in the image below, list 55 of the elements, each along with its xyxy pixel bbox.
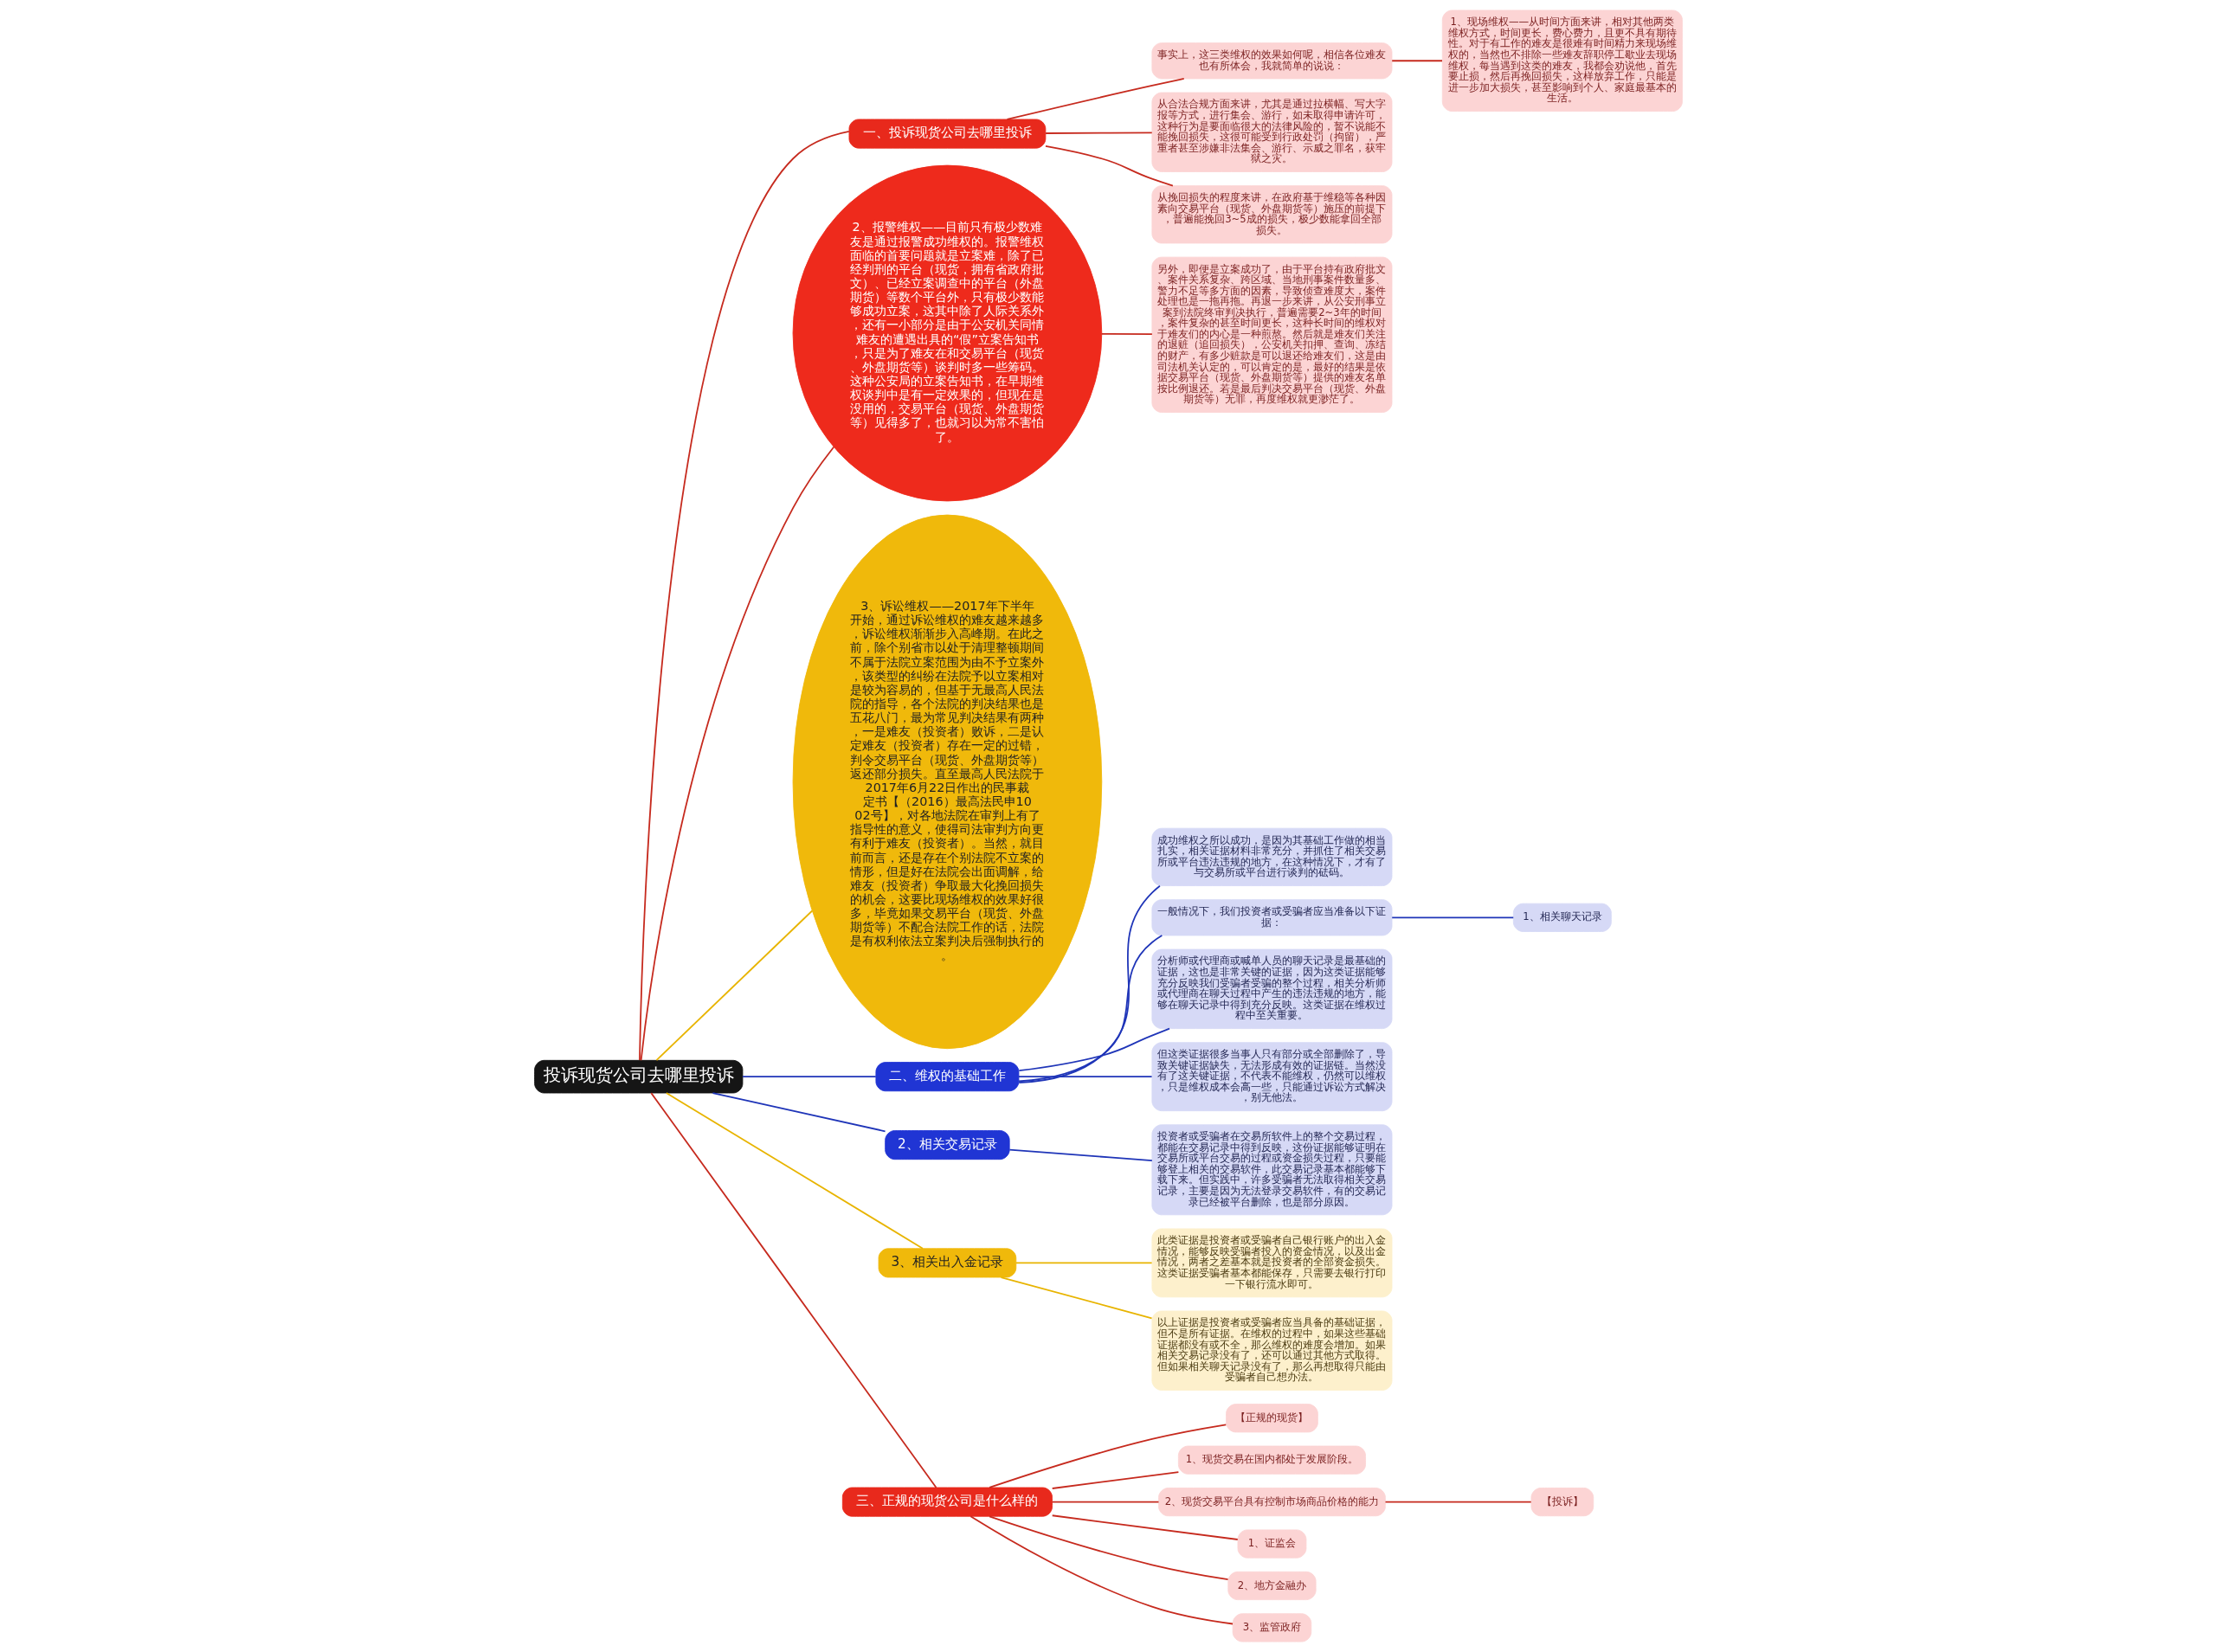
connector <box>1015 1262 1152 1264</box>
node-box: 一、投诉现货公司去哪里投诉 <box>848 119 1046 149</box>
node-box: 以上证据是投资者或受骗者应当具备的基础证据，但不是所有证据。在维权的过程中，如果这些基础证据都没有或不全，那么维权的难度会增加。如果相关交易记录没有了，还可以通过其他方式取得。但如果相关聊天记录没有了，那么再想取得只能由受骗者自己想办法。 <box>1150 1310 1392 1391</box>
node-box: 二、维权的基础工作 <box>874 1062 1019 1092</box>
node-box: 另外，即便是立案成功了，由于平台持有政府批文、案件关系复杂、跨区域、当地刑事案件数量多、警力不足等多方面的因素，导致侦查难度大，案件处理也是一拖再拖。再退一步来讲，从公安刑事立案到法院终审判决执行，普遍需要2~3年的时间，案件复杂的甚至时间更长，这种长时间的维权对于难友们的内心是一种煎熬。然后就是难友们关注的退赃（追回损失），公安机关扣押、查询、冻结的财产，有多少赃款是可以退还给难友们，这是由司法机关认定的，可以肯定的是，最好的结果是依据交易平台（现货、外盘期货等）提供的难友名单按比例退还。若是最后判决交易平台（现货、外盘期货等）无罪，再度维权就更渺茫了。 <box>1150 256 1392 413</box>
connector <box>1006 78 1185 120</box>
connector <box>1008 1148 1153 1162</box>
node-box: 1、相关聊天记录 <box>1512 903 1612 932</box>
connector <box>1017 1076 1152 1078</box>
connector <box>969 1515 1234 1625</box>
node-box: 1、现货交易在国内都处于发展阶段。 <box>1177 1445 1366 1475</box>
node-box: 2、地方金融办 <box>1227 1571 1317 1601</box>
connector <box>1390 916 1514 919</box>
connector <box>712 1092 886 1133</box>
connector <box>988 1424 1227 1488</box>
connector <box>741 1076 877 1078</box>
node-box: 【正规的现货】 <box>1225 1404 1318 1433</box>
connector <box>1044 132 1153 134</box>
node-box: 此类证据是投资者或受骗者自己银行账户的出入金情况，能够反映受骗者投入的资金情况，以及出金情况，两者之差基本就是投资者的全部资金损失。这类证据受骗者基本都能保存，只需要去银行打印一下银行流水即可。 <box>1150 1228 1392 1298</box>
node-box: 3、相关出入金记录 <box>878 1248 1016 1278</box>
connector <box>1384 1501 1532 1503</box>
node-box: 1、现场维权——从时间方面来讲，相对其他两类维权方式，时间更长，费心费力，且更不具有期待性。对于有工作的难友是很难有时间精力来现场维权的，当然也不排除一些难友辞职停工歇业去现场维权，每当遇到这类的难友，我都会劝说他，首先要止损，然后再挽回损失，这样放弃工作，只能是进一步加大损失，甚至影响到个人、家庭最基本的生活。 <box>1441 10 1683 112</box>
connector <box>1017 884 1161 1083</box>
node-box: 投资者或受骗者在交易所软件上的整个交易过程，都能在交易记录中得到反映，这份证据能够证明在交易所或平台交易的过程或资金损失过程，只要能够登上相关的交易软件，此交易记录基本都能够下载下来。但实践中，许多受骗者无法取得相关交易记录，主要是因为无法登录交易软件，有的交易记录已经被平台删除，也是部分原因。 <box>1150 1124 1392 1216</box>
connector <box>638 131 850 1061</box>
connector <box>665 1092 924 1250</box>
connector <box>655 910 813 1061</box>
connector <box>649 1092 937 1488</box>
connector <box>1000 1276 1152 1320</box>
node-box: 成功维权之所以成功，是因为其基础工作做的相当扎实，相关证据材料非常充分，并抓住了相关交易所或平台违法违规的地方，在这种情况下，才有了与交易所或平台进行谈判的砝码。 <box>1150 827 1392 886</box>
node-box: 3、监管政府 <box>1232 1613 1311 1642</box>
node-box: 从合法合规方面来讲，尤其是通过拉横幅、写大字报等方式，进行集会、游行，如未取得申请许可，这种行为是要面临很大的法律风险的，暂不说能不能挽回损失，这很可能受到行政处罚（拘留），严重者甚至涉嫌非法集会、游行、示威之罪名，获牢狱之灾。 <box>1150 92 1392 172</box>
connector <box>640 446 834 1062</box>
connector <box>1017 935 1163 1083</box>
node-box: 2、相关交易记录 <box>884 1130 1010 1160</box>
node-circle: 2、报警维权——目前只有极少数难友是通过报警成功维权的。报警维权面临的首要问题就是立案难，除了已经判刑的平台（现货，拥有省政府批文）、已经立案调查中的平台（外盘期货）等数个平台外，只有极少数能够成功立案，这其中除了人际关系外，还有一小部分是由于公安机关同情难友的遭遇出具的“假”立案告知书，只是为了难友在和交易平台（现货、外盘期货等）谈判时多一些筹码。这种公安局的立案告知书，在早期维权谈判中是有一定效果的，但现在是没用的，交易平台（现货、外盘期货等）见得多了，也就习以为常不害怕了。 <box>792 164 1102 502</box>
node-box: 但这类证据很多当事人只有部分或全部删除了，导致关键证据缺失，无法形成有效的证据链。当然没有了这关键证据，不代表不能维权，仍然可以维权，只是维权成本会高一些，只能通过诉讼方式解决，别无他法。 <box>1150 1042 1392 1112</box>
node-box: 从挽回损失的程度来讲，在政府基于维稳等各种因素向交易平台（现货、外盘期货等）施压的前提下，普遍能挽回3~5成的损失，极少数能拿回全部损失。 <box>1150 185 1392 244</box>
node-box: 2、现货交易平台具有控制市场商品价格的能力 <box>1157 1488 1386 1517</box>
connector <box>1390 60 1443 62</box>
connector <box>1051 1471 1179 1489</box>
connector <box>1051 1501 1159 1503</box>
node-box: 分析师或代理商或喊单人员的聊天记录是最基础的证据，这也是非常关键的证据，因为这类证据能够充分反映我们受骗者受骗的整个过程，相关分析师或代理商在聊天过程中产生的违法违规的地方，能够在聊天记录中得到充分反映。这类证据在维权过程中至关重要。 <box>1150 948 1392 1029</box>
connector <box>1017 1027 1170 1072</box>
connector <box>988 1515 1228 1581</box>
connector <box>1044 145 1174 187</box>
node-box: 【投诉】 <box>1530 1488 1594 1517</box>
connector <box>1051 1514 1239 1540</box>
node-box: 1、证监会 <box>1237 1529 1306 1559</box>
node-box: 一般情况下，我们投资者或受骗者应当准备以下证据： <box>1150 899 1392 936</box>
node-box: 事实上，这三类维权的效果如何呢，相信各位难友也有所体会，我就简单的说说： <box>1150 42 1392 80</box>
connector <box>1100 333 1153 336</box>
node-box: 投诉现货公司去哪里投诉 <box>533 1059 743 1094</box>
node-ellipse: 3、诉讼维权——2017年下半年开始，通过诉讼维权的难友越来越多，诉讼维权渐渐步入高峰期。在此之前，除个别省市以处于清理整顿期间不属于法院立案范围为由不予立案外，该类型的纠纷在法院予以立案相对是较为容易的，但基于无最高人民法院的指导，各个法院的判决结果也是五花八门，最为常见判决结果有两种，一是难友（投资者）败诉，二是认定难友（投资者）存在一定的过错，判令交易平台（现货、外盘期货等）返还部分损失。直至最高人民法院于2017年6月22日作出的民事裁定书【（2016）最高法民申1002号】，对各地法院在审判上有了指导性的意义，使得司法审判方向更有利于难友（投资者）。当然，就目前而言，还是存在个别法院不立案的情形，但是好在法院会出面调解，给难友（投资者）争取最大化挽回损失的机会，这要比现场维权的效果好很多，毕竟如果交易平台（现货、外盘期货等）不配合法院工作的话，法院是有权利依法立案判决后强制执行的。 <box>792 514 1102 1050</box>
node-box: 三、正规的现货公司是什么样的 <box>841 1487 1053 1517</box>
